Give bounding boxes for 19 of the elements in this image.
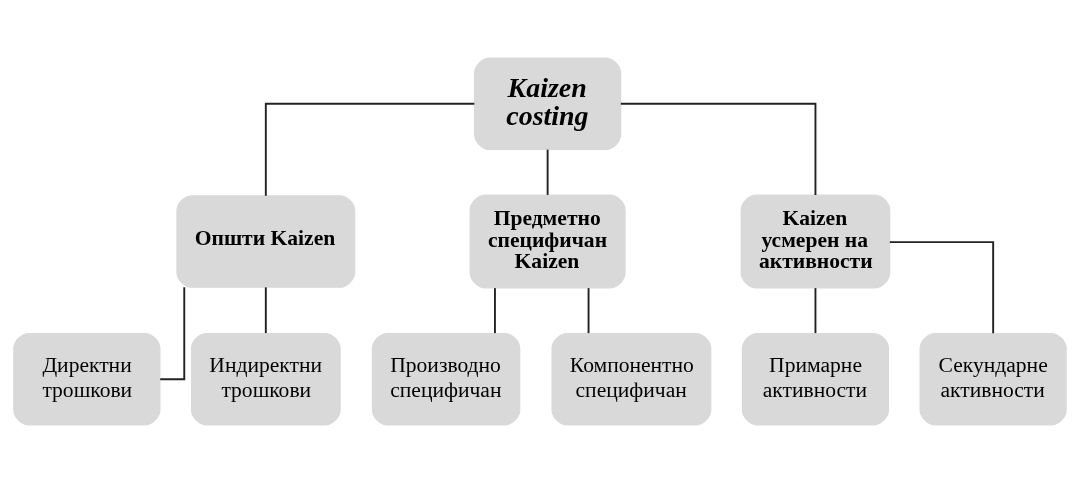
connector xyxy=(494,286,496,334)
connector xyxy=(264,285,267,334)
connector xyxy=(546,148,549,196)
node-box: Компонентно специфичан xyxy=(551,332,712,426)
connector xyxy=(264,102,476,197)
node-box: Општи Kaizen xyxy=(176,194,356,288)
node-box: Примарне активности xyxy=(741,332,890,426)
connector xyxy=(587,286,590,334)
connector xyxy=(619,102,817,196)
node-box: Kaizen costing xyxy=(474,56,622,150)
node-box: Производно специфичан xyxy=(371,332,521,426)
node-box: Индиректни трошкови xyxy=(190,332,341,426)
node-box: Kaizen усмерен на активности xyxy=(740,194,891,288)
node-box: Директни трошкови xyxy=(13,332,161,426)
connector xyxy=(814,286,817,334)
node-box: Секундарне активности xyxy=(919,332,1067,426)
connector xyxy=(159,285,186,380)
node-box: Предметно специфичан Kaizen xyxy=(469,194,626,288)
connector xyxy=(888,240,995,334)
